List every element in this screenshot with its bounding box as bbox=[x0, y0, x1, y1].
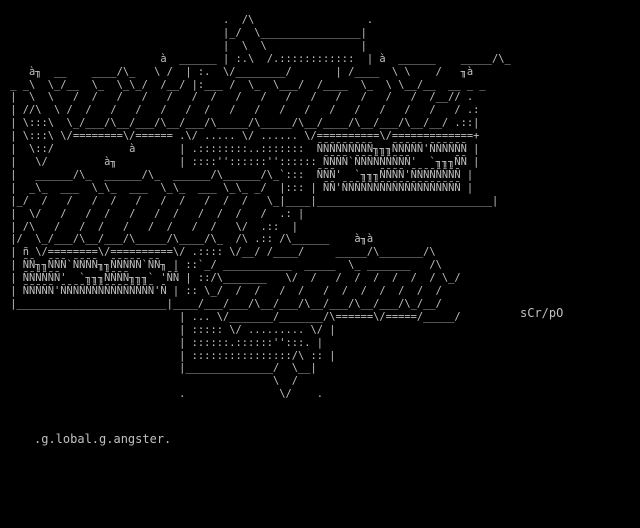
artist-credit: sCr/pO bbox=[520, 306, 564, 320]
ascii-art-logo: . /\ . |_/ \________________| | \ \ | à … bbox=[10, 14, 511, 401]
signature-text: .g.lobal.g.angster. bbox=[34, 432, 172, 446]
